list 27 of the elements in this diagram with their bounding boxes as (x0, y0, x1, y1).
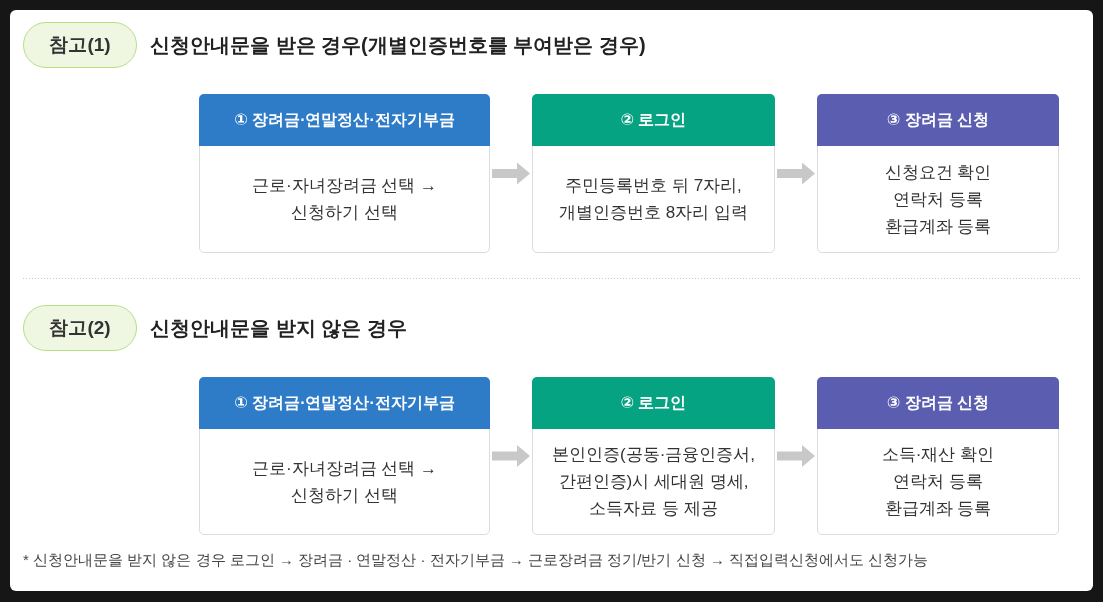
step-description: 소득·재산 확인 연락처 등록 환급계좌 등록 (880, 444, 996, 520)
label-pill: 참고(2) (23, 305, 137, 351)
step-description: 본인인증(공동·금융인증서, 간편인증)시 세대원 명세, 소득자료 등 제공 (550, 444, 756, 520)
step-header: ② 로그인 (532, 377, 775, 429)
arrow (492, 445, 530, 467)
step-card (817, 377, 1059, 535)
step-description: 근로·자녀장려금 선택 → 신청하기 선택 (250, 175, 439, 224)
label-pill: 참고(1) (23, 22, 137, 68)
section-heading: 신청안내문을 받은 경우(개별인증번호를 부여받은 경우) (150, 33, 646, 57)
step-header: ③ 장려금 신청 (817, 377, 1059, 429)
arrow (777, 445, 815, 467)
step-header: ② 로그인 (532, 94, 775, 146)
step-description: 신청요건 확인 연락처 등록 환급계좌 등록 (883, 161, 993, 238)
step-description: 주민등록번호 뒤 7자리, 개별인증번호 8자리 입력 (558, 175, 749, 224)
arrow (492, 162, 530, 185)
step-header: ① 장려금·연말정산·전자기부금 (199, 94, 490, 146)
step-card (199, 94, 490, 253)
step-card (199, 377, 490, 535)
section-heading: 신청안내문을 받지 않은 경우 (150, 316, 407, 340)
step-card (817, 94, 1059, 253)
footnote: * 신청안내문을 받지 않은 경우 로그인 → 장려금 · 연말정산 · 전자기부금 → 근로장려금 정기/반기 신청 → 직접입력신청에서도 신청가능 (23, 550, 928, 570)
step-card (532, 377, 775, 535)
step-header: ① 장려금·연말정산·전자기부금 (199, 377, 490, 429)
step-card (532, 94, 775, 253)
step-description: 근로·자녀장려금 선택 → 신청하기 선택 (250, 457, 439, 507)
arrow (777, 162, 815, 185)
step-header: ③ 장려금 신청 (817, 94, 1059, 146)
